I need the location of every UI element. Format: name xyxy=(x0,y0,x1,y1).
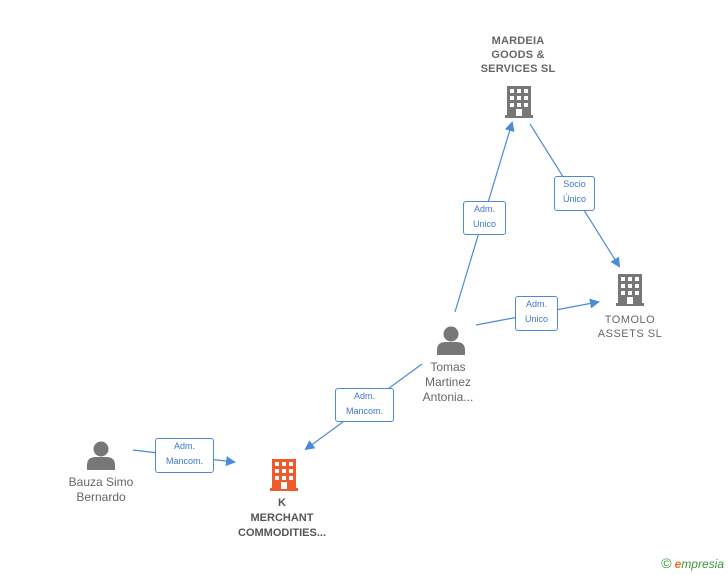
node-label-k-merchant[interactable]: K MERCHANT COMMODITIES... xyxy=(222,496,342,541)
edge-label-line: Mancom. xyxy=(165,456,203,466)
edge-label-line: Mancom. xyxy=(345,406,383,416)
edge-label-bauza-kmerchant[interactable]: Adm. Mancom. xyxy=(155,438,214,473)
node-label-line: Martinez xyxy=(424,375,471,389)
node-label-line: K xyxy=(278,497,286,509)
node-label-bauza[interactable]: Bauza Simo Bernardo xyxy=(51,475,151,505)
edge-label-line: Unico xyxy=(472,219,496,229)
node-label-line: Tomas xyxy=(430,360,466,374)
edge-label-mardeia-tomolo[interactable]: Socio Único xyxy=(554,176,595,211)
edge-label-tomas-mardeia[interactable]: Adm. Unico xyxy=(463,201,506,235)
brand-logo-text: mpresia xyxy=(681,557,724,571)
node-label-line: COMMODITIES... xyxy=(238,527,326,539)
edge-label-line: Adm. xyxy=(173,441,195,451)
person-icon[interactable] xyxy=(87,441,115,471)
edge-label-line: Único xyxy=(562,194,586,204)
node-label-line: GOODS & xyxy=(491,49,545,61)
node-label-line: ASSETS SL xyxy=(597,328,663,340)
edge-label-tomas-kmerchant[interactable]: Adm. Mancom. xyxy=(335,388,394,422)
building-icon[interactable] xyxy=(505,86,533,118)
edge-label-line: Socio xyxy=(563,179,586,189)
node-label-tomolo[interactable]: TOMOLO ASSETS SL xyxy=(580,313,680,341)
node-label-mardeia[interactable]: MARDEIA GOODS & SERVICES SL xyxy=(468,34,568,76)
edge-label-line: Unico xyxy=(524,314,548,324)
building-icon[interactable] xyxy=(270,459,298,491)
node-label-line: Antonia... xyxy=(422,390,474,404)
brand-logo-e: e xyxy=(674,557,682,571)
edge-label-line: Adm. xyxy=(473,204,495,214)
edge-label-line: Adm. xyxy=(525,299,547,309)
copyright-icon: © xyxy=(661,555,672,571)
node-label-line: Bauza Simo xyxy=(68,475,134,489)
brand-footer: ©empresia xyxy=(661,555,724,571)
node-label-tomas[interactable]: Tomas Martinez Antonia... xyxy=(401,360,495,405)
node-label-line: MARDEIA xyxy=(491,35,545,47)
node-label-line: SERVICES SL xyxy=(480,63,556,75)
node-label-line: TOMOLO xyxy=(604,314,656,326)
node-label-line: MERCHANT xyxy=(250,512,314,524)
building-icon[interactable] xyxy=(616,274,644,306)
node-label-line: Bernardo xyxy=(76,490,126,504)
edge-label-tomas-tomolo[interactable]: Adm. Unico xyxy=(515,296,558,331)
edge-label-line: Adm. xyxy=(353,391,375,401)
person-icon[interactable] xyxy=(437,326,465,356)
